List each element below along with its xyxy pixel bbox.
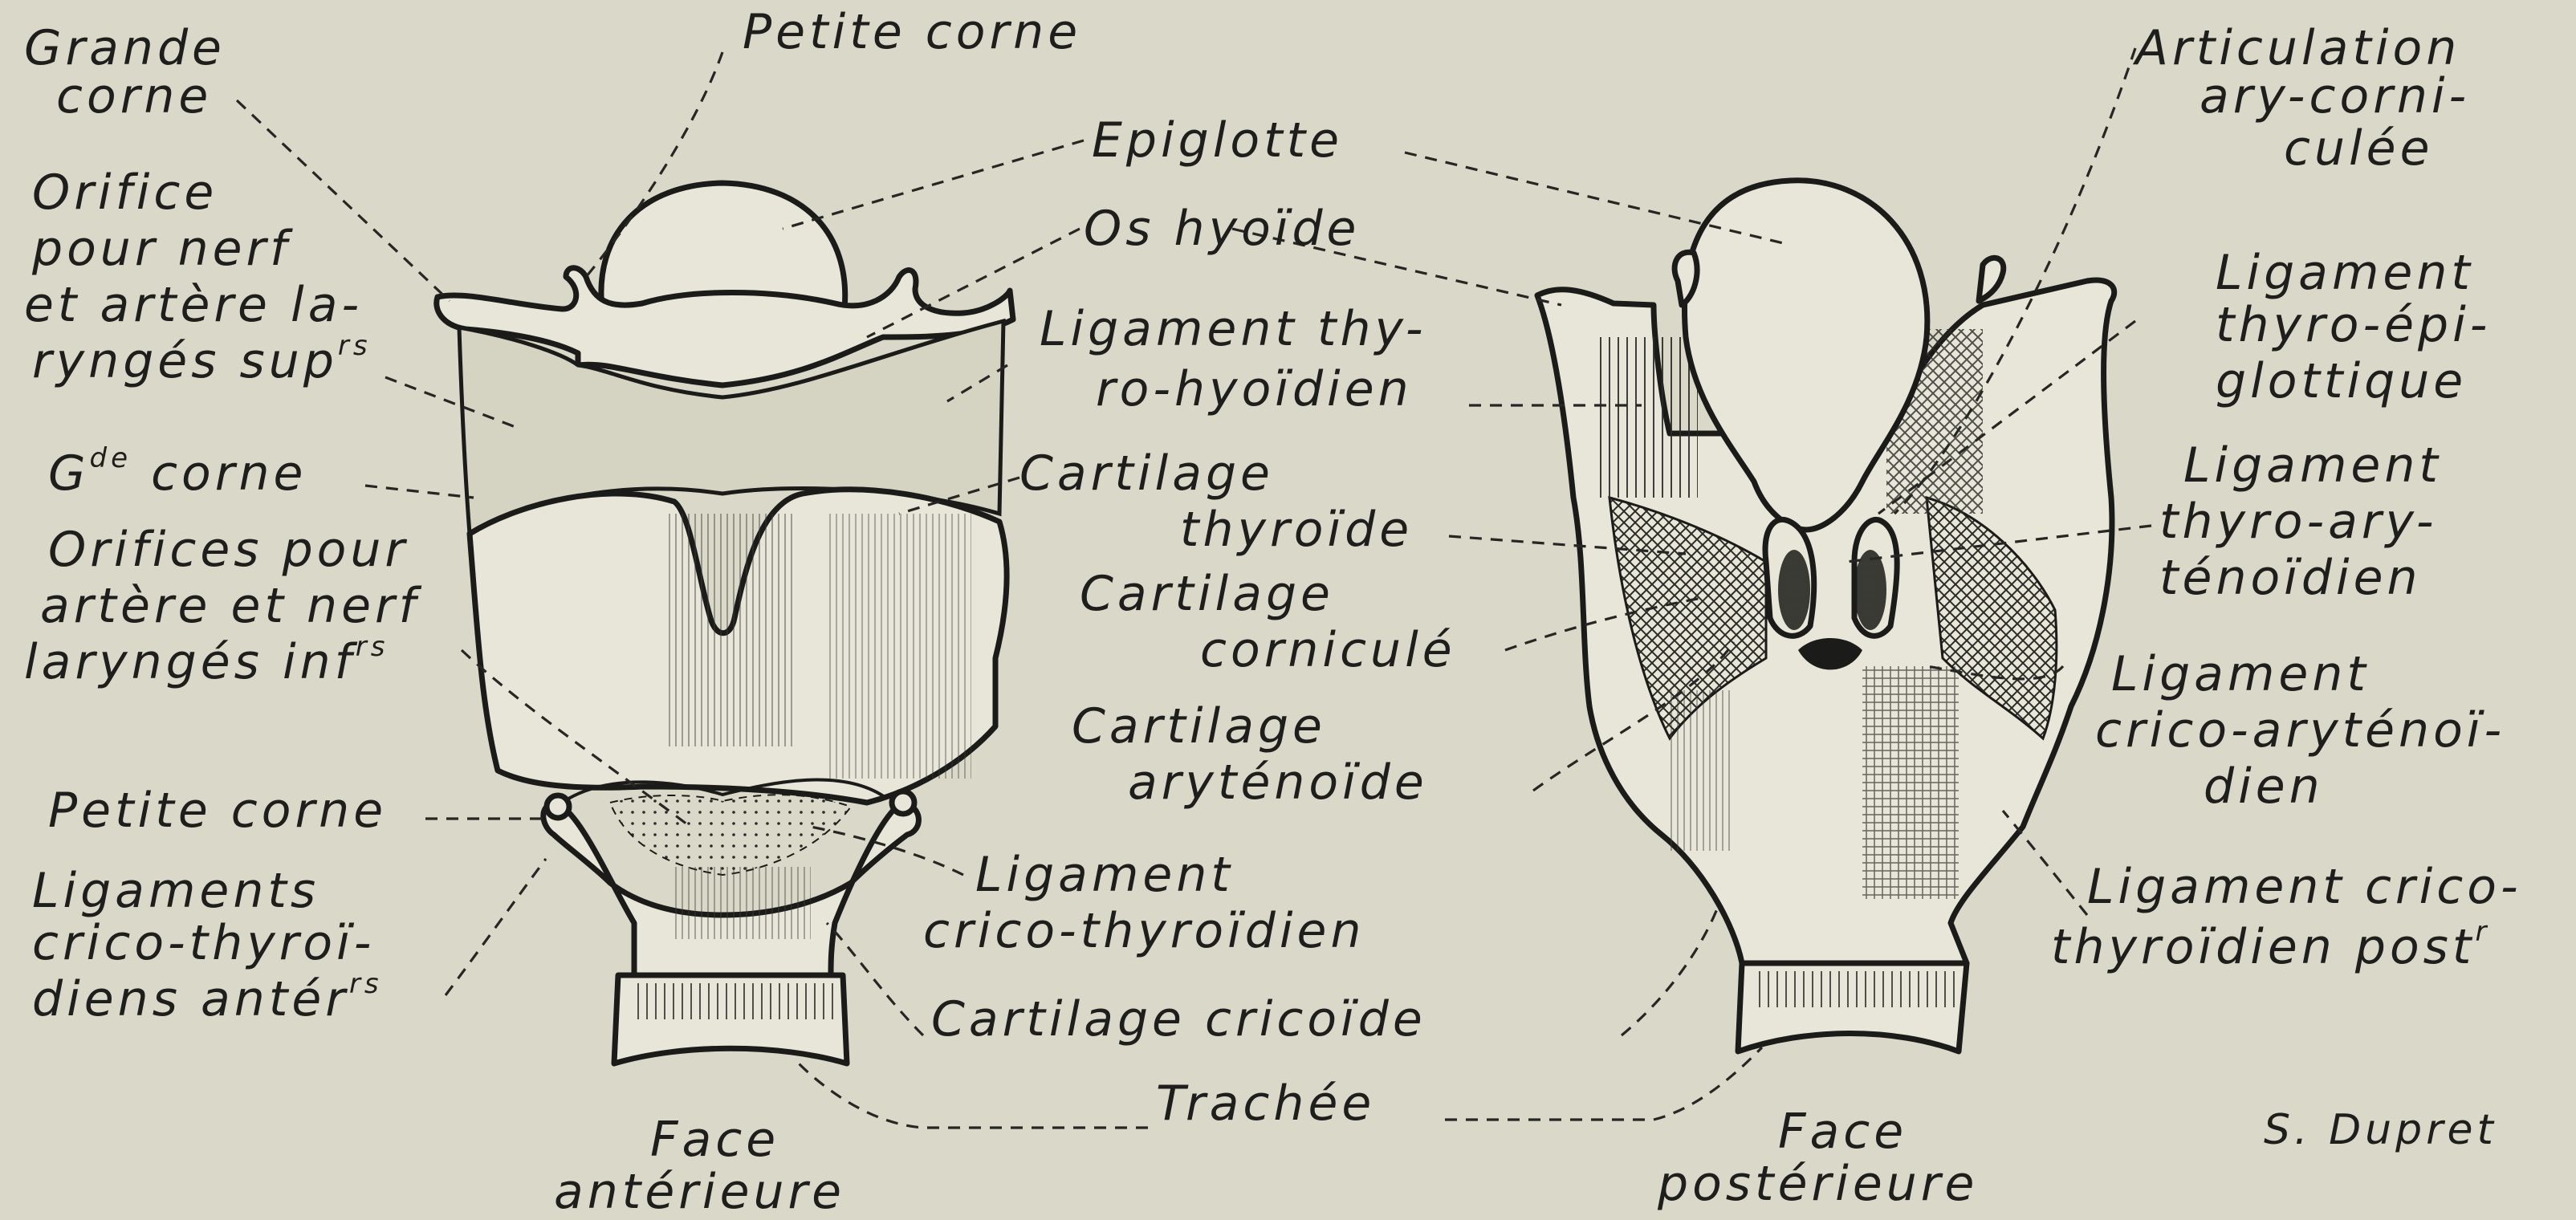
label-ligaments-anter-1: Ligaments	[32, 863, 319, 919]
label-lig-thyro-aryt-3: ténoïdien	[2159, 550, 2422, 606]
label-lig-crico-aryt-3: dien	[2204, 758, 2324, 815]
label-face-post-1: Face	[1778, 1104, 1907, 1160]
label-ligaments-anter-3: diens antérrs	[32, 968, 383, 1027]
posterior-larynx	[1537, 181, 2114, 1051]
label-grande-corne-2: corne	[56, 68, 212, 124]
label-cart-arytenoide-2: aryténoïde	[1128, 754, 1428, 811]
anterior-petite-corne-left	[547, 795, 569, 818]
label-lig-crico-aryt-1: Ligament	[2111, 646, 2370, 702]
label-lig-crico-post-2: thyroïdien postr	[2051, 916, 2490, 975]
label-face-ant-2: antérieure	[554, 1164, 845, 1220]
label-petite-corne-top: Petite corne	[743, 4, 1081, 60]
label-articulation-3: culée	[2284, 120, 2434, 177]
label-orifices-inf-3: laryngés infrs	[24, 631, 389, 690]
label-cart-thyroide-1: Cartilage	[1019, 445, 1274, 502]
label-orifice-1: Orifice	[32, 165, 218, 221]
label-lig-crico-thyroidien-2: crico-thyroïdien	[923, 903, 1365, 959]
label-trachee: Trachée	[1156, 1076, 1375, 1132]
label-cart-cornicule-2: corniculé	[1200, 622, 1456, 678]
label-lig-crico-post-1: Ligament crico-	[2087, 859, 2522, 915]
label-orifice-4: ryngés suprs	[32, 330, 372, 389]
posterior-hyoid-right-horn	[1979, 258, 2004, 301]
signature: S. Dupret	[2264, 1106, 2497, 1154]
label-lig-crico-aryt-2: crico-aryténoï-	[2095, 702, 2505, 758]
label-cart-thyroide-2: thyroïde	[1180, 502, 1413, 558]
label-cart-arytenoide-1: Cartilage	[1072, 698, 1326, 754]
label-lig-thyro-epi-3: glottique	[2216, 353, 2467, 409]
label-face-post-2: postérieure	[1657, 1156, 1978, 1212]
label-lig-thyro-epi-2: thyro-épi-	[2216, 297, 2491, 353]
label-ligaments-anter-2: crico-thyroï-	[32, 915, 375, 971]
label-gde-corne: Gde corne	[48, 442, 307, 502]
label-face-ant-1: Face	[650, 1112, 779, 1168]
labels: Grande corne Petite corne Epiglotte Arti…	[24, 4, 2522, 1220]
label-lig-thyro-epi-1: Ligament	[2216, 245, 2474, 301]
anterior-petite-corne-right	[892, 791, 914, 814]
label-orifice-3: et artère la-	[24, 277, 363, 333]
label-articulation-2: ary-corni-	[2200, 68, 2470, 124]
label-lig-thyro-hyoidien-1: Ligament thy-	[1040, 301, 1427, 357]
label-os-hyoide: Os hyoïde	[1084, 201, 1360, 257]
label-lig-crico-thyroidien-1: Ligament	[975, 847, 1234, 903]
label-orifice-2: pour nerf	[31, 221, 293, 277]
label-lig-thyro-aryt-2: thyro-ary-	[2159, 494, 2438, 550]
label-cart-cricoide: Cartilage cricoïde	[931, 991, 1426, 1047]
label-orifices-inf-2: artère et nerf	[40, 578, 422, 634]
cricothyroid-ligament-fill	[610, 795, 851, 875]
label-petite-corne-low: Petite corne	[48, 783, 387, 839]
label-lig-thyro-aryt-1: Ligament	[2183, 437, 2442, 494]
label-orifices-inf-1: Orifices pour	[48, 522, 409, 578]
label-epiglotte: Epiglotte	[1092, 112, 1343, 169]
label-cart-cornicule-1: Cartilage	[1080, 566, 1334, 622]
label-lig-thyro-hyoidien-2: ro-hyoïdien	[1096, 361, 1413, 417]
